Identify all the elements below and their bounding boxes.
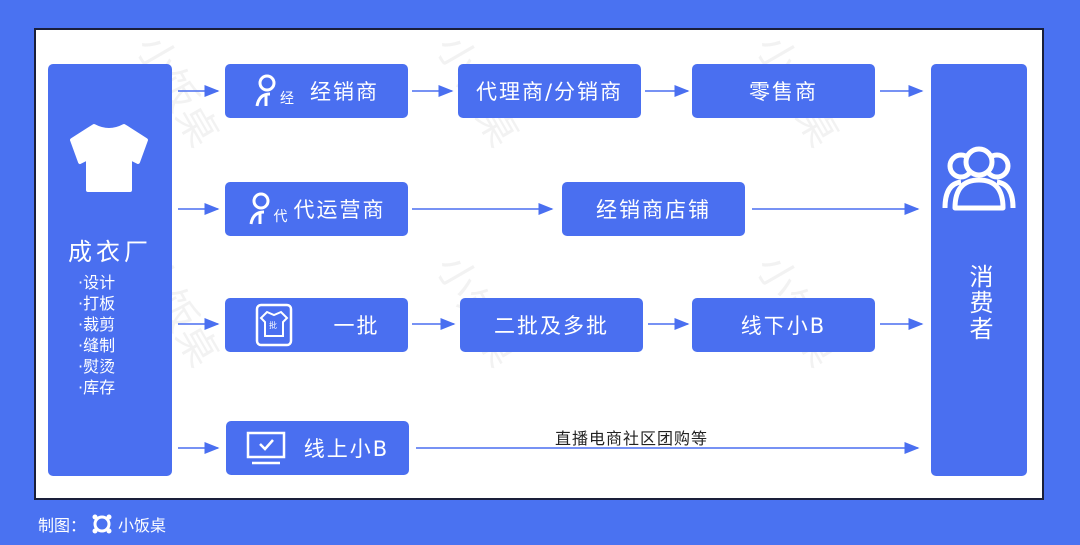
footer-label: 制图： xyxy=(38,516,87,535)
factory-step: ·打板 xyxy=(78,294,116,313)
online-small-b-box: 线上小B xyxy=(226,421,409,475)
factory-step: ·库存 xyxy=(78,378,116,397)
distributor-box: 经 经销商 xyxy=(225,64,408,118)
consumer-title: 消费者 xyxy=(965,264,993,342)
factory-step: ·熨烫 xyxy=(78,357,116,376)
factory-step: ·裁剪 xyxy=(78,315,116,334)
box-label: 线上小B xyxy=(303,437,390,461)
box-label: 经销商 xyxy=(310,80,379,104)
wholesale-shirt-icon: 批 xyxy=(254,302,294,348)
consumer-column: 消费者 xyxy=(931,64,1027,476)
factory-step: ·缝制 xyxy=(78,336,116,355)
person-icon: 经 xyxy=(254,74,296,108)
person-icon: 代 xyxy=(248,192,290,226)
brand-logo-icon xyxy=(92,514,112,534)
factory-column: 成衣厂 ·设计 ·打板 ·裁剪 ·缝制 ·熨烫 ·库存 xyxy=(48,64,172,476)
monitor-check-icon xyxy=(246,431,286,465)
offline-small-b-box: 线下小B xyxy=(692,298,875,352)
operator-box: 代 代运营商 xyxy=(225,182,408,236)
tshirt-icon xyxy=(70,124,148,192)
footer: 制图： 小饭桌 xyxy=(38,512,166,536)
factory-step: ·设计 xyxy=(78,273,116,292)
box-label: 代运营商 xyxy=(293,198,386,222)
retailer-box: 零售商 xyxy=(692,64,875,118)
agent-box: 代理商/分销商 xyxy=(458,64,641,118)
first-wholesale-box: 批 一批 xyxy=(225,298,408,352)
distributor-store-box: 经销商店铺 xyxy=(562,182,745,236)
users-icon xyxy=(942,146,1016,211)
svg-text:批: 批 xyxy=(269,320,279,330)
factory-title: 成衣厂 xyxy=(68,238,152,266)
arrow-label: 直播电商社区团购等 xyxy=(555,429,709,448)
box-label: 一批 xyxy=(333,314,380,338)
second-wholesale-box: 二批及多批 xyxy=(460,298,643,352)
footer-brand: 小饭桌 xyxy=(118,516,167,535)
